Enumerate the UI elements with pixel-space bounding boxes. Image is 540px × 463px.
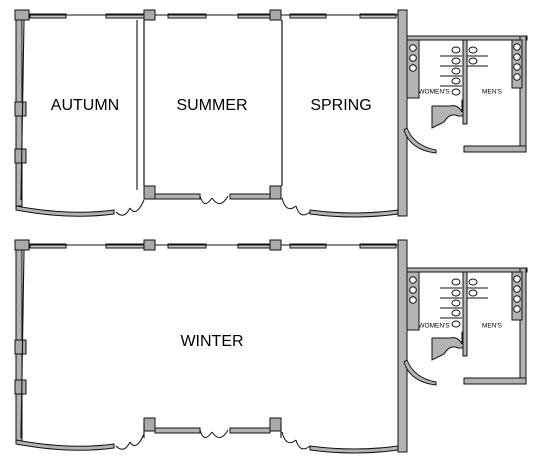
lower-bottom-wall	[229, 427, 271, 434]
toilet-icon	[451, 88, 461, 96]
toilet-icon	[468, 46, 478, 54]
womens-restroom-label: WOMEN'S	[418, 323, 450, 330]
upper-door	[281, 197, 311, 216]
lower-window	[289, 243, 327, 249]
sink-icon	[513, 43, 521, 51]
lower-left-pier	[14, 339, 27, 355]
sink-icon	[409, 64, 417, 72]
toilet-icon	[451, 299, 461, 307]
lower-window	[359, 243, 397, 249]
lower-column	[269, 239, 282, 251]
upper-bottom-wall	[309, 209, 399, 218]
lower-bottom-wall	[15, 439, 115, 451]
upper-bottom-wall	[154, 193, 201, 200]
sink-icon	[513, 63, 521, 71]
lower-window	[29, 243, 67, 249]
upper-left-pier	[14, 148, 27, 164]
toilet-icon	[468, 289, 478, 297]
lower-right-wall	[397, 239, 408, 453]
sink-icon	[409, 286, 417, 294]
room-label-spring: SPRING	[310, 97, 371, 114]
upper-floor-plan: AUTUMN SUMMER SPRING WOMEN'S MEN'S	[14, 9, 528, 218]
sink-icon	[513, 275, 521, 283]
toilet-icon	[468, 57, 478, 65]
sink-icon	[513, 285, 521, 293]
toilet-icon	[451, 67, 461, 75]
upper-column	[143, 9, 156, 21]
upper-restroom-core	[403, 35, 528, 154]
lower-door	[199, 429, 229, 438]
sink-icon	[513, 295, 521, 303]
upper-bottom-wall	[229, 193, 271, 200]
upper-column	[269, 185, 282, 200]
mens-restroom-label: MEN'S	[482, 89, 503, 96]
lower-left-pier	[14, 379, 27, 395]
toilet-icon	[451, 309, 461, 317]
sink-icon	[409, 296, 417, 304]
toilet-icon	[451, 320, 461, 328]
lower-column	[269, 417, 282, 432]
lower-window	[167, 243, 207, 249]
toilet-icon	[451, 289, 461, 297]
upper-window	[167, 13, 207, 19]
room-label-summer: SUMMER	[176, 97, 247, 114]
lower-floor-plan: WINTER WOMEN'S MEN'S	[14, 239, 528, 454]
toilet-icon	[451, 46, 461, 54]
lower-column	[143, 239, 156, 251]
lower-column	[143, 417, 156, 432]
sink-icon	[409, 276, 417, 284]
room-label-winter: WINTER	[180, 333, 243, 350]
sink-icon	[409, 54, 417, 62]
upper-column	[14, 9, 30, 21]
lower-bottom-wall	[309, 445, 399, 454]
upper-window	[29, 13, 67, 19]
lower-door	[281, 431, 311, 450]
upper-door	[115, 199, 145, 216]
lower-restroom-core	[403, 267, 528, 386]
mens-restroom-label: MEN'S	[482, 323, 503, 330]
lower-column	[14, 239, 30, 251]
sink-icon	[513, 73, 521, 81]
toilet-icon	[451, 77, 461, 85]
upper-bottom-wall	[15, 205, 115, 217]
upper-right-wall	[397, 9, 408, 217]
upper-window	[359, 13, 397, 19]
sink-icon	[513, 305, 521, 313]
toilet-icon	[468, 278, 478, 286]
toilet-icon	[451, 57, 461, 65]
room-label-autumn: AUTUMN	[51, 97, 119, 114]
toilet-icon	[451, 278, 461, 286]
upper-column	[269, 9, 282, 21]
lower-door	[115, 433, 145, 450]
sink-icon	[513, 53, 521, 61]
upper-door	[199, 195, 229, 204]
upper-left-pier	[14, 101, 27, 117]
womens-restroom-label: WOMEN'S	[418, 89, 450, 96]
sink-icon	[409, 44, 417, 52]
upper-window	[289, 13, 327, 19]
lower-bottom-wall	[154, 427, 201, 434]
upper-column	[143, 185, 156, 200]
